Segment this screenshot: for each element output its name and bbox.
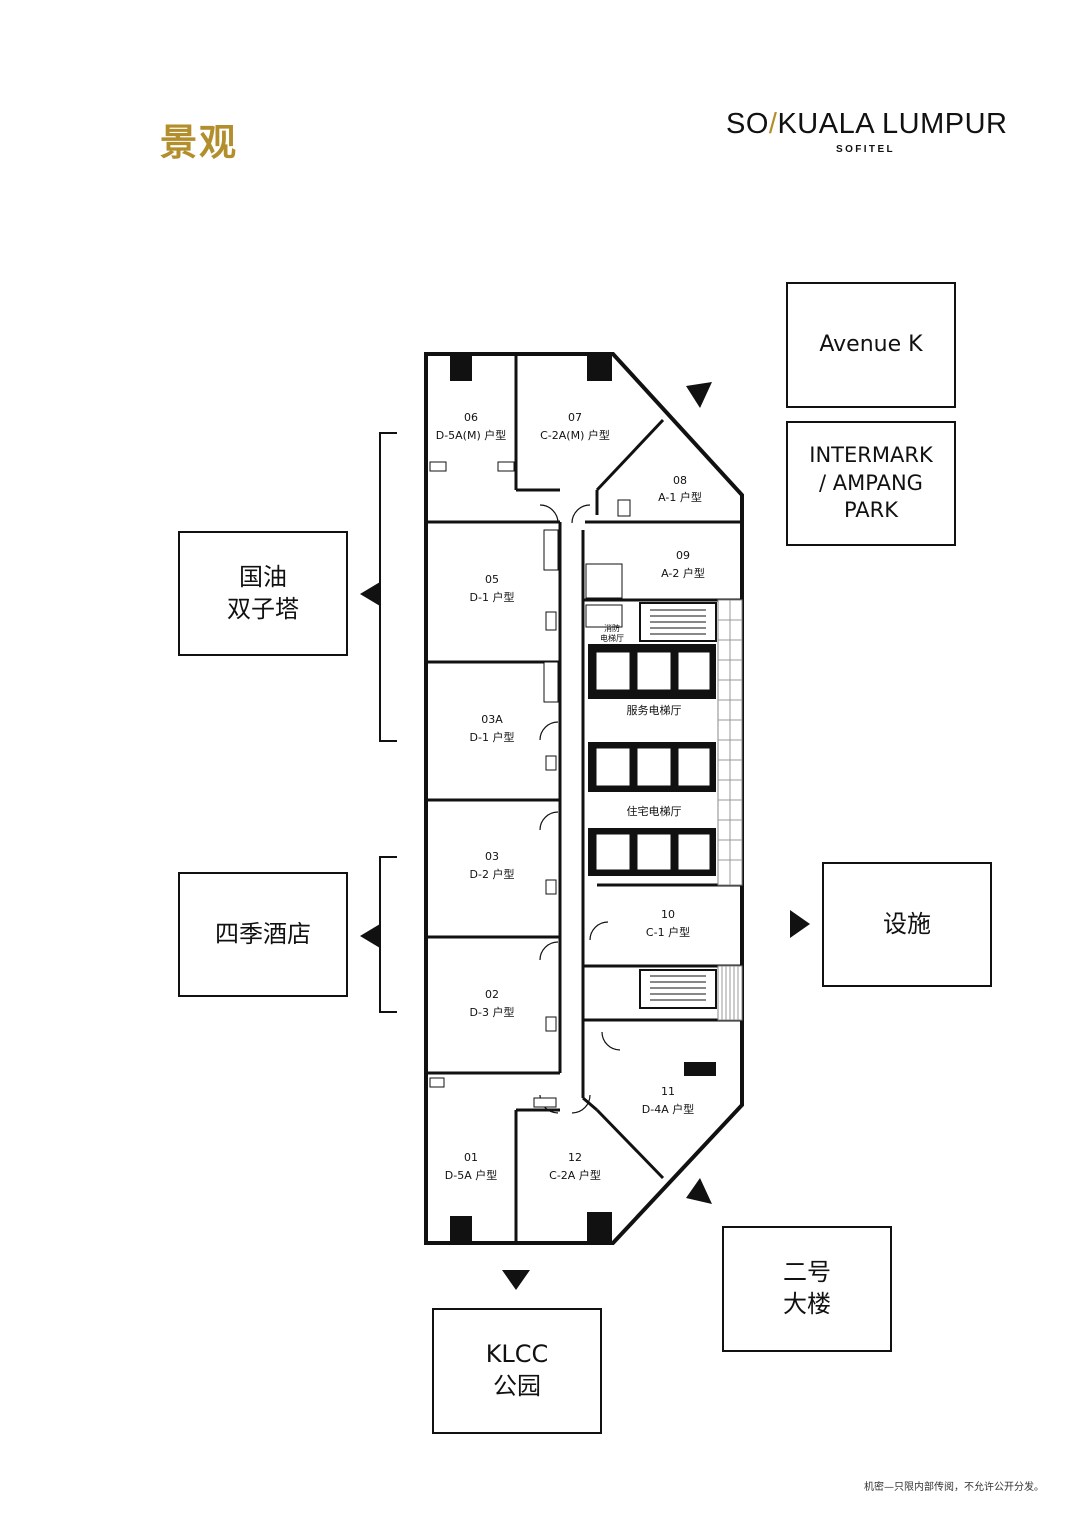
confidential-note: 机密—只限内部传阅，不允许公开分发。	[864, 1482, 1044, 1493]
wardrobes	[429, 461, 631, 1108]
view-box-avenue-k: Avenue K	[786, 282, 956, 408]
unit-08-type: A-1 户型	[658, 490, 702, 504]
unit-09-no: 09	[676, 549, 690, 562]
unit-06-no: 06	[464, 411, 478, 424]
unit-02-no: 02	[485, 988, 499, 1001]
view-box-four-seasons: 四季酒店	[178, 872, 348, 997]
unit-12-type: C-2A 户型	[549, 1168, 601, 1182]
unit-09-type: A-2 户型	[661, 566, 705, 580]
arrow-southeast	[686, 1178, 712, 1204]
unit-11-type: D-4A 户型	[642, 1102, 694, 1116]
bracket-petronas	[379, 432, 397, 742]
sofitel-logo: SO/KUALA LUMPUR SOFITEL	[726, 108, 1026, 160]
unit-06-type: D-5A(M) 户型	[436, 428, 507, 442]
facade-grid	[718, 600, 742, 885]
unit-05-no: 05	[485, 573, 499, 586]
service-lobby-label: 服务电梯厅	[627, 704, 682, 717]
unit-03a-type: D-1 户型	[470, 730, 515, 744]
unit-03-no: 03	[485, 850, 499, 863]
unit-02-type: D-3 户型	[470, 1005, 515, 1019]
view-label-avenue-k: Avenue K	[819, 332, 923, 358]
view-box-facilities: 设施	[822, 862, 992, 987]
view-box-intermark: INTERMARK / AMPANG PARK	[786, 421, 956, 546]
unit-11-no: 11	[661, 1085, 675, 1098]
column	[684, 1062, 716, 1076]
bracket-four-seasons	[379, 856, 397, 1013]
view-box-klcc-park: KLCC 公园	[432, 1308, 602, 1434]
arrow-east	[790, 910, 810, 938]
unit-12-no: 12	[568, 1151, 582, 1164]
unit-10-no: 10	[661, 908, 675, 921]
unit-05-type: D-1 户型	[470, 590, 515, 604]
logo-subtext: SOFITEL	[836, 144, 896, 155]
column	[450, 1216, 472, 1241]
page-title: 景观	[160, 121, 238, 164]
arrow-left-petronas	[360, 582, 380, 606]
view-label-intermark: INTERMARK / AMPANG PARK	[809, 442, 933, 523]
building-outline	[424, 352, 744, 1245]
unit-08-no: 08	[673, 474, 687, 487]
column	[587, 356, 612, 381]
residential-lobby-label: 住宅电梯厅	[627, 804, 682, 818]
logo-wordmark: SO/KUALA LUMPUR	[726, 108, 1008, 140]
view-label-tower-2: 二号 大楼	[783, 1258, 831, 1318]
door-swings	[539, 504, 621, 1114]
view-box-tower-2: 二号 大楼	[722, 1226, 892, 1352]
fire-lobby-label-1: 消防	[604, 623, 620, 633]
column	[587, 1212, 612, 1241]
view-label-klcc: KLCC 公园	[485, 1340, 549, 1400]
unit-01-type: D-5A 户型	[445, 1168, 497, 1182]
view-box-petronas-towers: 国油 双子塔	[178, 531, 348, 656]
core-labels: 消防 电梯厅 服务电梯厅 住宅电梯厅	[600, 623, 682, 818]
unit-labels: 06 D-5A(M) 户型 07 C-2A(M) 户型 08 A-1 户型 05…	[436, 411, 705, 1182]
unit-03-type: D-2 户型	[470, 867, 515, 881]
view-label-four-seasons: 四季酒店	[215, 919, 311, 948]
unit-01-no: 01	[464, 1151, 478, 1164]
arrow-northeast	[686, 382, 712, 408]
fire-lobby-label-2: 电梯厅	[600, 633, 624, 643]
column	[450, 356, 472, 381]
unit-walls	[428, 356, 742, 1241]
arrow-south	[502, 1270, 530, 1290]
view-label-petronas: 国油 双子塔	[227, 562, 299, 623]
unit-07-no: 07	[568, 411, 582, 424]
unit-07-type: C-2A(M) 户型	[540, 428, 610, 442]
arrow-left-four-seasons	[360, 924, 380, 948]
unit-10-type: C-1 户型	[646, 925, 690, 939]
unit-03a-no: 03A	[481, 713, 503, 726]
view-label-facilities: 设施	[883, 909, 931, 938]
